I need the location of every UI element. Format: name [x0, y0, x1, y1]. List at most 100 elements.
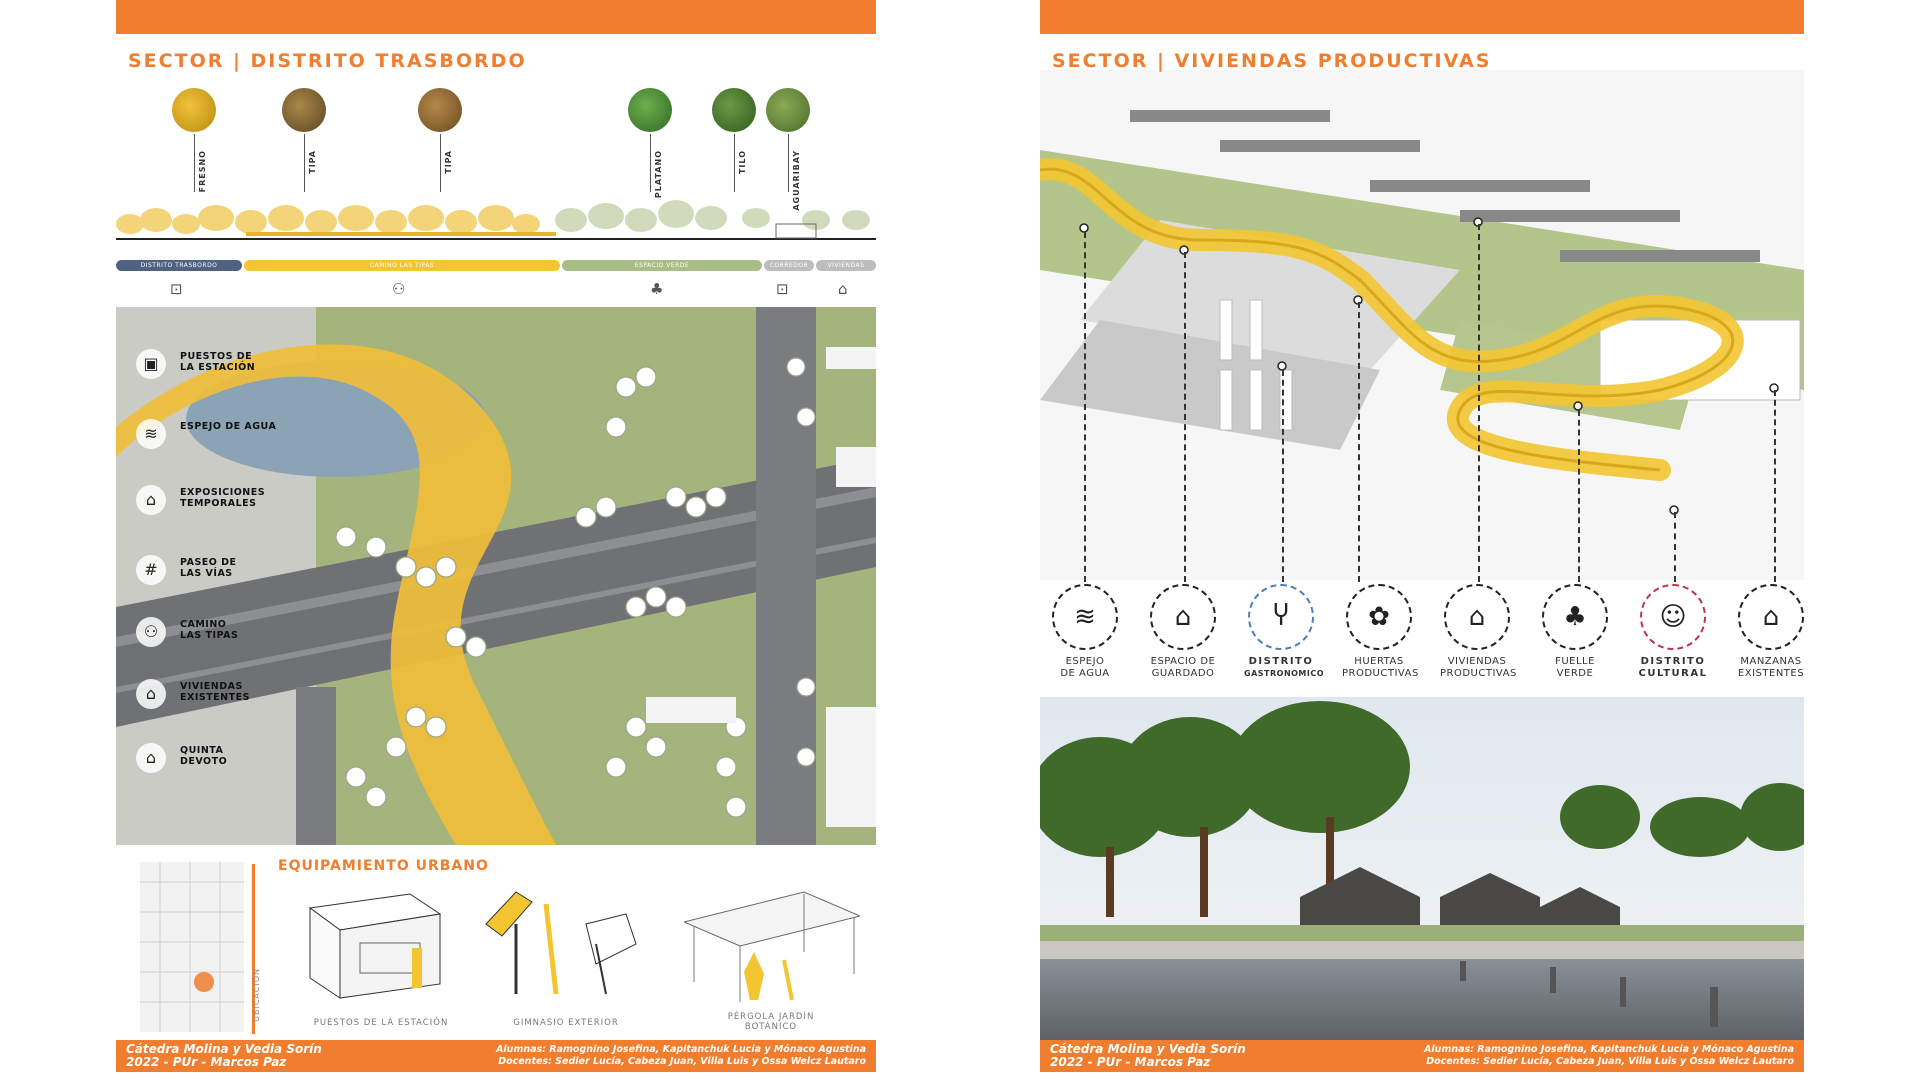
tree-label: TIPA	[308, 150, 317, 174]
leader-line	[1084, 232, 1087, 582]
site-plan-drawing	[116, 307, 876, 845]
page-title: SECTOR | DISTRITO TRASBORDO	[128, 50, 527, 72]
leader-line	[1282, 370, 1285, 582]
leader-line	[1774, 390, 1777, 582]
footer: Cátedra Molina y Vedia Sorín 2022 - PUr …	[1040, 1040, 1804, 1072]
tree-tick	[734, 134, 735, 192]
legend-label: ESPEJO DE AGUA	[1060, 656, 1110, 679]
right-sheet: SECTOR | VIVIENDAS PRODUCTIVAS ≋ ESPEJO …	[1040, 0, 1804, 1072]
legend-label: PASEO DE LAS VÍAS	[180, 557, 237, 579]
footer-course: Cátedra Molina y Vedia Sorín 2022 - PUr …	[126, 1042, 322, 1069]
pergola-drawing	[684, 891, 860, 1002]
legend-label: ESPEJO DE AGUA	[180, 421, 277, 432]
segment-viviendas-existentes: VIVIENDAS EXISTENTES	[816, 260, 876, 280]
legend-label: VIVIENDAS PRODUCTIVAS	[1440, 656, 1517, 679]
legend-label: EXPOSICIONES TEMPORALES	[180, 487, 266, 509]
top-bar	[116, 0, 876, 34]
people-icon: ⚇	[392, 280, 406, 298]
leader-line	[1674, 512, 1677, 582]
segment-camino-las-tipas: CAMINO LAS TIPAS	[244, 260, 560, 271]
legend-quinta-devoto: ⌂ QUINTA DEVOTO	[136, 741, 336, 775]
tree-tick	[788, 134, 789, 192]
top-bar	[1040, 0, 1804, 34]
tree-swatch	[712, 88, 756, 132]
legend-label: HUERTAS PRODUCTIVAS	[1342, 656, 1419, 679]
tree-label: TIPA	[444, 150, 453, 174]
tree-icon: ♣	[650, 280, 664, 298]
legend-puestos-estacion: ▣ PUESTOS DE LA ESTACIÓN	[136, 347, 336, 381]
legend-label: DISTRITO	[1248, 656, 1314, 667]
legend-label: VIVIENDAS EXISTENTES	[180, 681, 250, 703]
segment-espacio-verde: ESPACIO VERDE	[562, 260, 762, 271]
building-icon: ⌂	[136, 743, 166, 773]
equipment-label: PUESTOS DE LA ESTACIÓN	[313, 1018, 449, 1028]
legend-espacio-guardado: ⌂ ESPACIO DE GUARDADO	[1146, 584, 1220, 680]
barn-icon: ⌂	[1150, 584, 1216, 650]
theater-masks-icon: ☺	[1640, 584, 1706, 650]
legend-camino-tipas: ⚇ CAMINO LAS TIPAS	[136, 615, 336, 649]
tree-icon: ♣	[1542, 584, 1608, 650]
legend-label: QUINTA DEVOTO	[180, 745, 228, 767]
location-label: UBICACIÓN	[252, 968, 261, 1022]
render-image	[1040, 697, 1804, 1041]
fork-spoon-icon: Ⴤ	[1248, 584, 1314, 650]
legend-espejo-agua: ≋ ESPEJO DE AGUA	[1048, 584, 1122, 680]
axonometric-drawing	[1040, 70, 1804, 580]
shop-icon: ▣	[136, 349, 166, 379]
legend-label: CAMINO LAS TIPAS	[180, 619, 239, 641]
car-icon: ⊡	[776, 280, 789, 298]
leader-line	[1578, 410, 1581, 582]
easel-icon: ⌂	[136, 485, 166, 515]
footer-credits: Alumnas: Ramognino Josefina, Kapitanchuk…	[1424, 1044, 1794, 1067]
equipment-label: GIMNASIO EXTERIOR	[513, 1018, 619, 1028]
street-section	[116, 200, 876, 240]
legend-label: ESPACIO DE GUARDADO	[1150, 656, 1216, 679]
house-icon: ⌂	[1444, 584, 1510, 650]
legend-sublabel: GASTRONOMICO	[1244, 669, 1325, 678]
legend-paseo-vias: # PASEO DE LAS VÍAS	[136, 553, 336, 587]
divider	[252, 864, 255, 1034]
legend-label: FUELLE VERDE	[1555, 656, 1595, 679]
tree-label: PLATANO	[654, 150, 663, 199]
footer-course: Cátedra Molina y Vedia Sorín 2022 - PUr …	[1050, 1042, 1246, 1069]
page-title: SECTOR | VIVIENDAS PRODUCTIVAS	[1052, 50, 1492, 72]
render-drawing	[1040, 697, 1804, 1041]
legend-label: MANZANAS EXISTENTES	[1737, 656, 1804, 679]
tree-tick	[650, 134, 651, 192]
legend-manzanas: ⌂ MANZANAS EXISTENTES	[1734, 584, 1804, 680]
water-icon: ≋	[136, 419, 166, 449]
tree-swatch	[628, 88, 672, 132]
leader-line	[1184, 252, 1187, 582]
tree-tick	[304, 134, 305, 192]
tree-swatch	[172, 88, 216, 132]
legend-distrito-cultural: ☺ DISTRITO CULTURAL	[1636, 584, 1710, 680]
legend-exposiciones: ⌂ EXPOSICIONES TEMPORALES	[136, 483, 336, 517]
tree-label: TILO	[738, 150, 747, 175]
tree-tick	[440, 134, 441, 192]
tree-swatch	[282, 88, 326, 132]
garden-icon: ✿	[1346, 584, 1412, 650]
legend-label: DISTRITO CULTURAL	[1638, 656, 1708, 679]
footer-credits: Alumnas: Ramognino Josefina, Kapitanchuk…	[496, 1044, 866, 1067]
tree-swatch	[766, 88, 810, 132]
house-icon: ⌂	[136, 679, 166, 709]
footer: Cátedra Molina y Vedia Sorín 2022 - PUr …	[116, 1040, 876, 1072]
house-outline-icon: ⌂	[1738, 584, 1804, 650]
legend-distrito-gastronomico: Ⴤ DISTRITO GASTRONOMICO	[1244, 584, 1325, 680]
station-kiosk-drawing	[308, 893, 442, 999]
equipment-label: PÉRGOLA JARDÍN BOTÁNICO	[727, 1012, 815, 1032]
bus-icon: ⊡	[170, 280, 183, 298]
segment-distrito-trasbordo: DISTRITO TRASBORDO	[116, 260, 242, 271]
tree-label: FRESNO	[198, 150, 207, 193]
water-icon: ≋	[1052, 584, 1118, 650]
segment-corredor-verde: CORREDOR VERDE	[764, 260, 814, 280]
tree-swatch	[418, 88, 462, 132]
outdoor-gym-drawing	[485, 891, 637, 995]
rail-icon: #	[136, 555, 166, 585]
location-map	[140, 862, 244, 1032]
equipment-title: EQUIPAMIENTO URBANO	[278, 858, 489, 874]
axonometric-view	[1040, 70, 1804, 580]
legend-fuelle-verde: ♣ FUELLE VERDE	[1538, 584, 1612, 680]
people-icon: ⚇	[136, 617, 166, 647]
legend-espejo-agua: ≋ ESPEJO DE AGUA	[136, 417, 336, 451]
